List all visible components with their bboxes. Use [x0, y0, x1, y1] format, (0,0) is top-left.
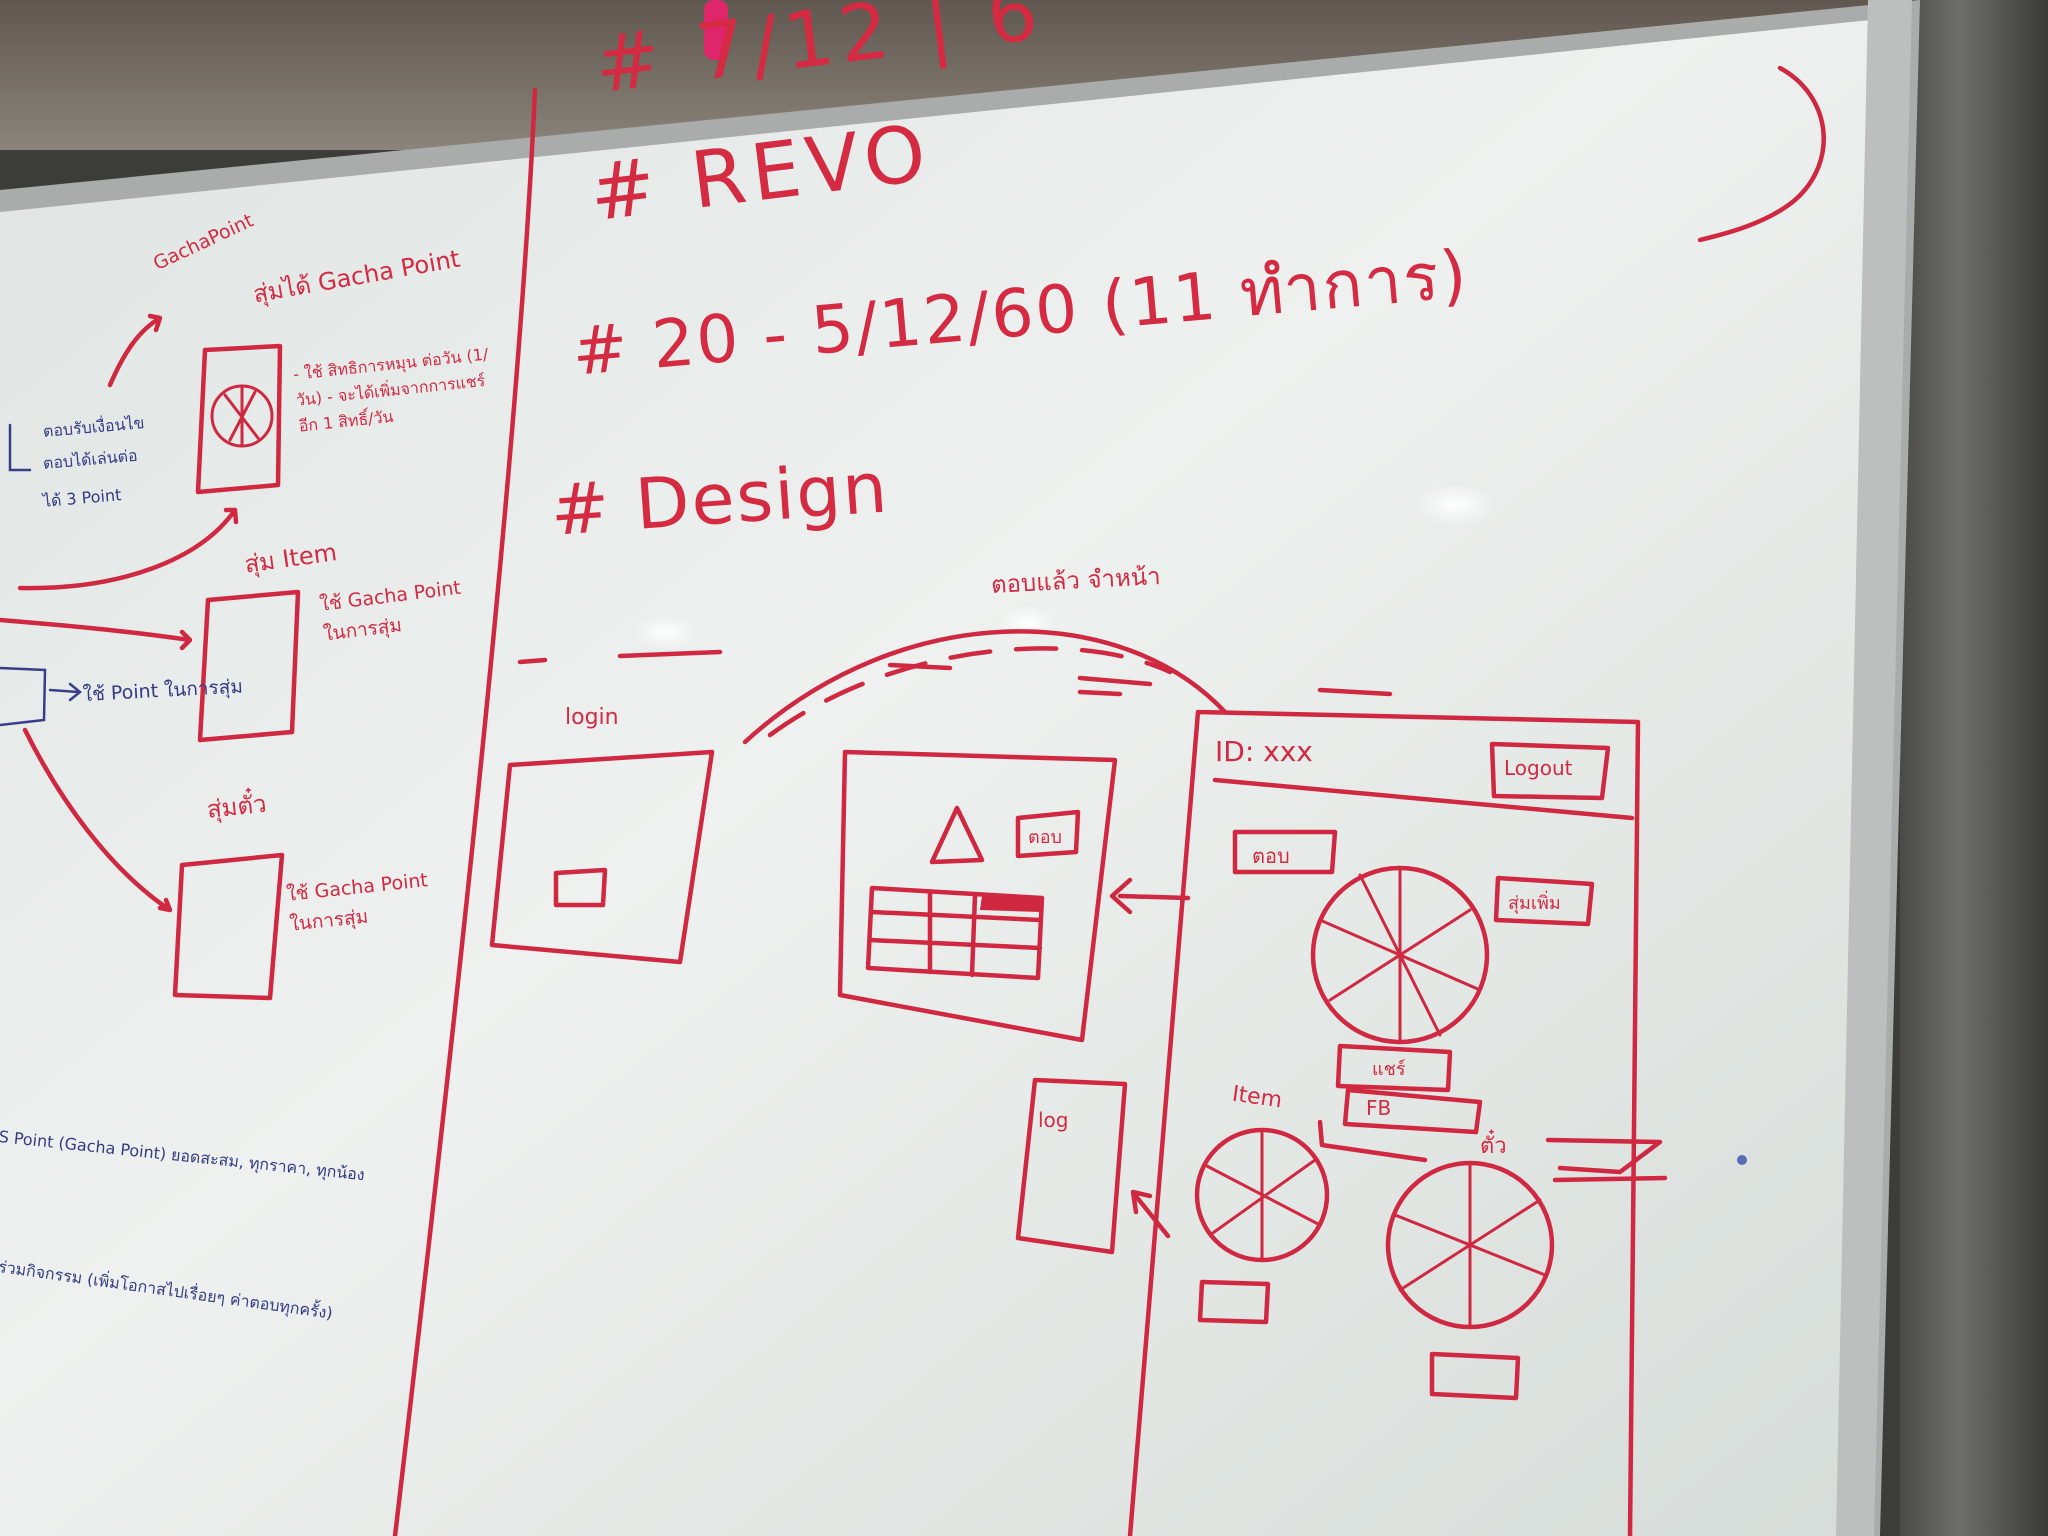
log-panel-sketch — [1015, 1077, 1128, 1255]
flow-arrow — [107, 313, 163, 388]
back-arrow — [1109, 877, 1191, 915]
id-label: ID: xxx — [1215, 735, 1313, 768]
note-bracket — [8, 423, 32, 472]
ticket-wheel-spokes — [1393, 1161, 1547, 1329]
logout-label: Logout — [1504, 756, 1573, 780]
flow-arc — [742, 629, 1228, 745]
share-label: แชร์ — [1372, 1059, 1406, 1080]
header-circle — [1697, 65, 1826, 243]
answer-label: ตอบ — [1028, 827, 1062, 848]
flow-arrow — [22, 727, 173, 913]
ticket-pointer — [1545, 1137, 1668, 1183]
grid-fill — [980, 896, 1042, 912]
fb-button-sketch — [1342, 1087, 1483, 1135]
flow-arc-dash — [767, 646, 1173, 738]
marker-dot — [1737, 1155, 1747, 1165]
fb-label: FB — [1366, 1096, 1392, 1120]
wall-column — [1900, 0, 2048, 1536]
header-bar-sketch — [1212, 777, 1635, 821]
answer-grid — [865, 885, 1045, 981]
log-arrow — [1130, 1189, 1171, 1239]
login-button-sketch — [553, 867, 608, 908]
item-wheel-spokes — [1203, 1128, 1322, 1262]
flow-arrow — [0, 617, 193, 651]
share-button-sketch — [1335, 1043, 1453, 1093]
board-surface — [0, 18, 1890, 1536]
dash-line — [517, 649, 1393, 697]
warning-icon — [929, 805, 985, 865]
side-button-sketch — [1493, 875, 1595, 927]
answer-button-sketch — [1015, 809, 1081, 859]
ticket-box — [172, 852, 285, 1001]
login-screen-sketch — [489, 749, 715, 965]
login-label: login — [565, 705, 619, 730]
light-glare — [633, 614, 697, 650]
answer-button-sketch — [1232, 829, 1338, 875]
main-wheel-spokes — [1318, 866, 1482, 1044]
question-screen-sketch — [837, 749, 1118, 1043]
item-button-sketch — [1197, 1279, 1271, 1325]
share-arrow — [1317, 1119, 1428, 1163]
magnet-clip — [704, 0, 728, 60]
side-button-label: สุ่มเพิ่ม — [1508, 893, 1561, 914]
answer-button-label: ตอบ — [1252, 844, 1290, 868]
gacha-box — [195, 343, 283, 495]
log-label: log — [1038, 1108, 1069, 1132]
light-glare — [1413, 483, 1497, 527]
note-box — [0, 666, 47, 727]
logout-button-sketch — [1489, 741, 1611, 801]
main-screen-sketch — [1127, 709, 1641, 1536]
flow-arrow — [17, 507, 239, 591]
gacha-wheel-icon — [223, 384, 260, 448]
item-box — [197, 589, 301, 743]
flow-arrow — [48, 682, 83, 702]
ticket-button-sketch — [1429, 1351, 1521, 1401]
ticket-label: ตั๋ว — [1480, 1134, 1507, 1159]
flow-title-3: สุ่มตั๋ว — [205, 789, 268, 824]
divider-line — [392, 87, 538, 1536]
frame-right-edge — [1836, 0, 1912, 1536]
